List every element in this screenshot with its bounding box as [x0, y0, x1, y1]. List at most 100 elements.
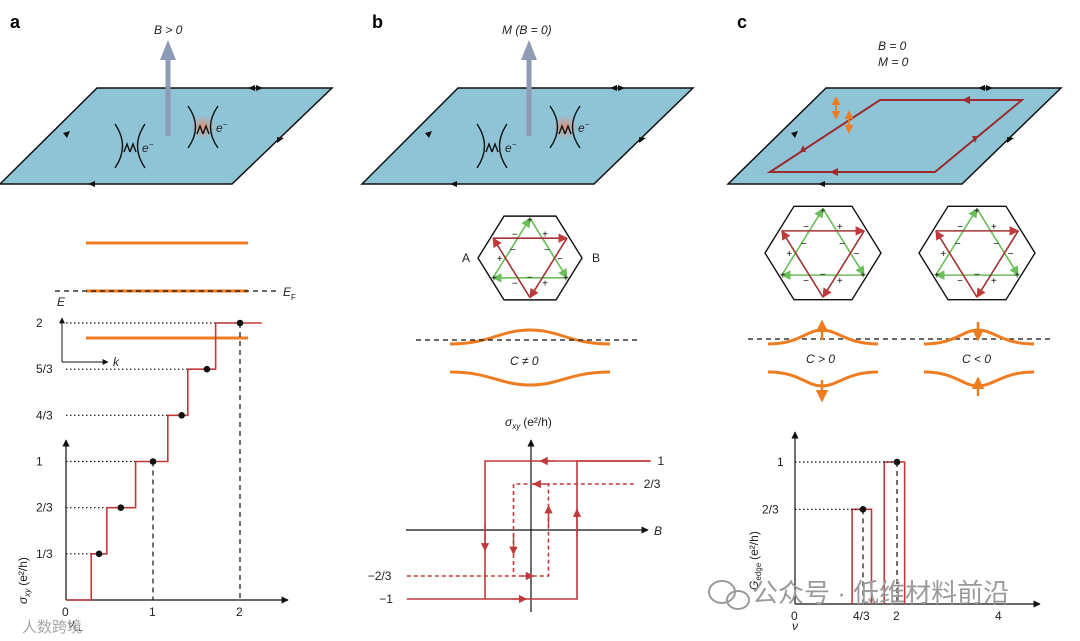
svg-text:e−: e−	[216, 120, 228, 135]
electron-label: e	[216, 121, 223, 135]
minus-sign: −	[993, 239, 999, 250]
panel-b-letter: b	[372, 12, 383, 32]
momentum-axis-label: k	[113, 355, 120, 369]
svg-text:σxy(e²/h): σxy(e²/h)	[505, 415, 552, 431]
minus-sign: −	[839, 239, 845, 250]
chern-negative-label: C < 0	[962, 352, 991, 366]
data-point	[893, 458, 901, 466]
x-tick-label: 4	[995, 609, 1002, 623]
site-a-label: A	[462, 251, 470, 265]
plot-c-y-axis-label: Gedge (e²/h)	[747, 531, 763, 590]
electron-sign: −	[585, 120, 590, 129]
ylabel-subscript: edge	[754, 562, 763, 580]
green-hopping-path	[781, 207, 824, 276]
spin-arrows	[831, 96, 854, 134]
panel-a-letter: a	[10, 12, 21, 32]
fermi-subscript: F	[291, 293, 296, 302]
wechat-logo-icon	[708, 580, 750, 610]
field-label: B > 0	[154, 23, 183, 37]
electron-sign: −	[512, 140, 517, 149]
landau-levels: EF	[55, 241, 296, 340]
electron-label: e	[142, 141, 149, 155]
svg-text:σxy(e²/h): σxy(e²/h)	[16, 557, 32, 604]
plot-b-ylabel: σ	[505, 415, 513, 429]
red-hopping-path	[492, 237, 531, 299]
tick-label-neg-two-thirds: −2/3	[368, 569, 392, 583]
hysteresis-outer-down	[484, 460, 651, 599]
data-point	[117, 504, 125, 511]
plus-sign: +	[974, 206, 980, 217]
y-tick-label: 1	[36, 455, 43, 469]
plot-c-xlabel: ν	[792, 619, 798, 633]
plot-a-y-axis-label: σxy(e²/h)	[16, 557, 32, 604]
minus-sign: −	[803, 276, 809, 287]
x-tick-label: 2	[893, 609, 900, 623]
plus-sign: +	[780, 271, 786, 282]
panel-a: a B > 0 e− e−	[0, 12, 334, 633]
cyclotron-orbit-left: e−	[114, 123, 154, 169]
minus-sign: −	[510, 245, 516, 256]
plus-sign: +	[820, 206, 826, 217]
ylabel-units: (e²/h)	[747, 531, 761, 560]
y-tick-label: 4/3	[36, 408, 53, 422]
plus-sign: +	[542, 278, 548, 289]
plot-a-x-label: ν	[68, 617, 74, 631]
x-tick-label: 2	[236, 605, 243, 619]
y-tick-label: 5/3	[36, 362, 53, 376]
plus-sign: +	[991, 276, 997, 287]
svg-text:Gedge(e²/h): Gedge (e²/h)	[747, 531, 763, 590]
cyclotron-orbit-left: e−	[476, 123, 517, 169]
cyclotron-orbit-right: e−	[549, 105, 590, 149]
plus-sign: +	[563, 273, 569, 284]
svg-text:EF: EF	[283, 285, 296, 302]
chern-bands: C ≠ 0	[416, 328, 640, 387]
minus-sign: −	[854, 249, 860, 260]
magnetic-field-arrowhead	[160, 40, 176, 60]
minus-sign: −	[801, 239, 807, 250]
inner-edge-loop	[766, 99, 1025, 173]
hysteresis-plot: 12/3−2/3−1	[368, 439, 665, 612]
minus-sign: −	[974, 269, 980, 280]
energy-axis-label: E	[57, 295, 66, 309]
hexagon-outline	[918, 205, 1036, 301]
panel-c: c B = 0 M = 0 +−+−+−+−+−+− +−+−+−+−+−+−	[726, 12, 1063, 633]
honeycomb-hopping-b: +−+−+−+−+−+−	[477, 215, 583, 301]
minus-sign: −	[512, 230, 518, 241]
svg-text:e−: e−	[505, 140, 517, 155]
y-tick-label: 1	[777, 455, 784, 469]
electron-label: e	[578, 121, 585, 135]
chern-band-lower	[449, 370, 611, 387]
plus-sign: +	[786, 249, 792, 260]
watermark: 公众号 · 低维材料前沿 人数跨境	[22, 578, 1009, 636]
plus-sign: +	[860, 271, 866, 282]
data-point	[203, 365, 211, 373]
plus-sign: +	[837, 222, 843, 233]
plus-sign: +	[1014, 271, 1020, 282]
red-hopping-path	[781, 230, 824, 298]
ylabel-symbol: σ	[16, 596, 30, 604]
y-tick-label: 1/3	[36, 547, 53, 561]
minus-sign: −	[544, 245, 550, 256]
edge-chirality-arrows	[425, 85, 646, 187]
inner-loop-arrows	[800, 96, 978, 176]
minus-sign: −	[957, 276, 963, 287]
minus-sign: −	[557, 254, 563, 265]
green-hopping-path	[935, 207, 978, 276]
x-tick-label: 0	[791, 609, 798, 623]
plus-sign: +	[542, 230, 548, 241]
magnetization-arrowhead	[521, 40, 537, 60]
hysteresis-inner-up	[406, 483, 637, 577]
plot-b-ylabel-sub: xy	[511, 422, 521, 431]
green-hopping-path	[976, 208, 1019, 276]
hexagon-outline	[764, 205, 882, 301]
magnetization-label: M (B = 0)	[502, 23, 552, 37]
honeycomb-hopping-c-left: +−+−+−+−+−+−	[764, 205, 882, 301]
ylabel-units: (e²/h)	[16, 557, 30, 586]
ylabel-symbol: G	[747, 581, 761, 590]
plot-a-x-subscript: LL	[74, 624, 83, 633]
fermi-label: E	[283, 285, 292, 299]
data-point	[859, 506, 867, 513]
plus-sign: +	[497, 254, 503, 265]
